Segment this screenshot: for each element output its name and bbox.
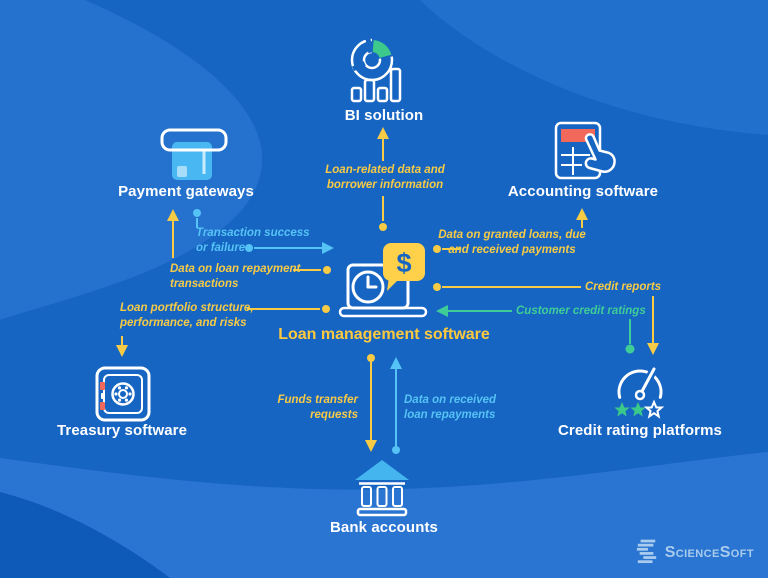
sciencesoft-logo: ScienceSoft xyxy=(636,539,754,566)
bank-accounts-icon xyxy=(355,460,409,517)
flow-label-loan-data-to-bi: Loan-related data and borrower informati… xyxy=(325,164,445,191)
node-label-bank-accounts: Bank accounts xyxy=(330,519,438,536)
flow-label-credit-reports: Credit reports xyxy=(585,281,662,293)
bi-solution-icon xyxy=(350,37,402,103)
node-label-bi-solution: BI solution xyxy=(344,107,424,124)
sciencesoft-logo-text: ScienceSoft xyxy=(664,543,754,561)
node-label-credit-rating-platforms: Credit rating platforms xyxy=(558,422,722,439)
accounting-software-icon xyxy=(554,121,616,180)
flow-label-received-loan-repayments: Data on received loan repayments xyxy=(404,394,497,421)
star-outline xyxy=(645,401,663,418)
node-label-treasury-software: Treasury software xyxy=(56,422,188,439)
center-label-loan-management-software: Loan management software xyxy=(278,326,490,343)
flow-label-customer-credit-ratings: Customer credit ratings xyxy=(516,305,646,317)
node-label-accounting-software: Accounting software xyxy=(507,183,659,200)
treasury-software-icon xyxy=(95,366,151,422)
flow-label-loan-repayment-transactions: Data on loan repayment transactions xyxy=(170,263,301,290)
credit-rating-platforms-icon xyxy=(614,367,663,418)
flow-label-funds-transfer-requests: Funds transfer requests xyxy=(277,394,358,421)
flow-label-granted-loans: Data on granted loans, due and received … xyxy=(438,229,586,256)
flow-label-transaction-result: Transaction success or failure xyxy=(196,227,310,254)
star-filled xyxy=(630,402,646,417)
dollar-sign: $ xyxy=(396,248,411,278)
flow-label-loan-portfolio: Loan portfolio structure, performance, a… xyxy=(120,302,254,329)
payment-gateways-icon xyxy=(160,128,228,180)
sciencesoft-logo-icon xyxy=(636,539,656,564)
loan-management-software-icon: $ xyxy=(338,243,428,318)
node-label-payment-gateways: Payment gateways xyxy=(118,183,254,200)
star-filled xyxy=(614,402,630,417)
